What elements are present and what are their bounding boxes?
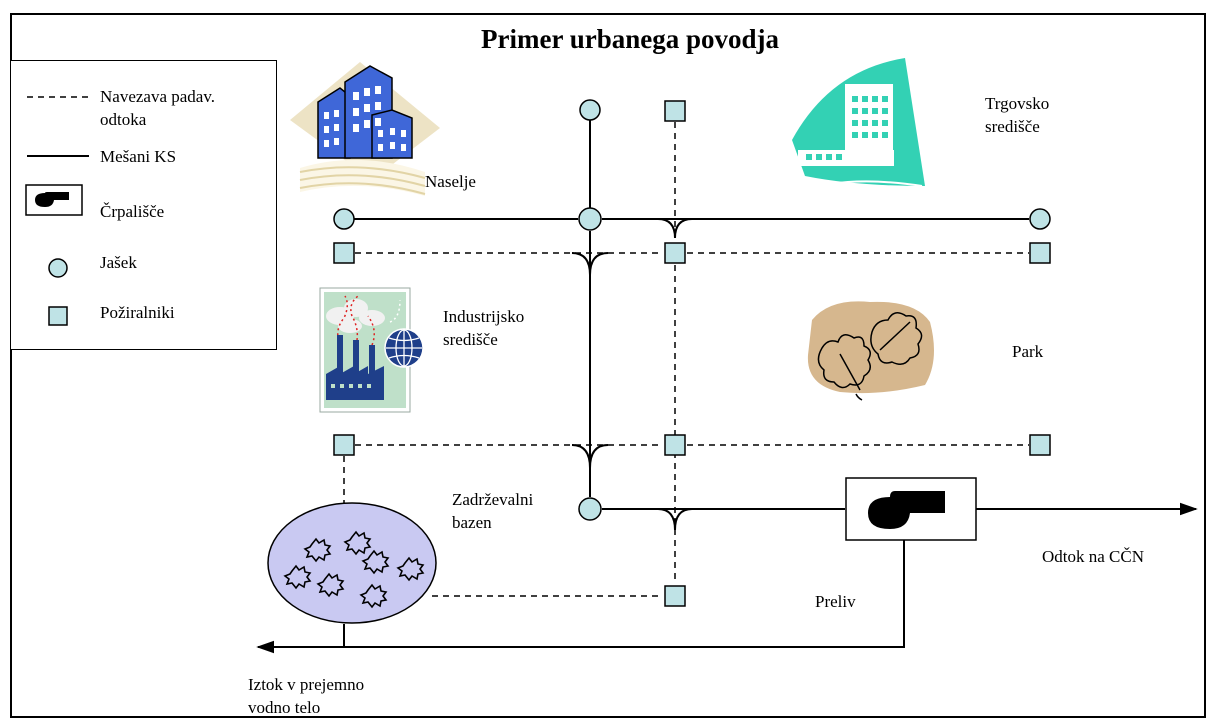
diagram-title: Primer urbanega povodja bbox=[481, 24, 779, 54]
legend-inlets-label: Požiralniki bbox=[100, 303, 175, 322]
legend-pump-label: Črpališče bbox=[100, 202, 165, 221]
manhole-symbol bbox=[48, 258, 68, 278]
crossing-bridge bbox=[571, 444, 591, 469]
inlet bbox=[664, 100, 686, 122]
legend: Navezava padav. odtoka Mešani KS Črpališ… bbox=[10, 60, 277, 350]
legend-stormwater-label: Navezava padav. odtoka bbox=[100, 87, 215, 129]
manhole bbox=[579, 99, 601, 121]
leaves-icon bbox=[807, 301, 934, 401]
inlet bbox=[664, 242, 686, 264]
shopping-center-icon bbox=[792, 58, 925, 187]
legend-combined-label: Mešani KS bbox=[100, 147, 177, 166]
pump-station-icon bbox=[845, 477, 977, 541]
crossing-bridge bbox=[571, 252, 591, 276]
crossing-bridge bbox=[657, 508, 676, 531]
park-label: Park bbox=[1012, 342, 1044, 361]
factory-icon bbox=[319, 287, 424, 413]
inlet bbox=[333, 242, 355, 264]
manhole bbox=[333, 208, 355, 230]
manhole bbox=[578, 497, 602, 521]
overflow-label: Preliv bbox=[815, 592, 856, 611]
stormwater-network bbox=[343, 122, 1029, 597]
manhole bbox=[578, 207, 602, 231]
legend-manhole-label: Jašek bbox=[100, 253, 137, 272]
commercial-label: Trgovsko središče bbox=[985, 94, 1050, 136]
dashed-line-symbol bbox=[27, 96, 89, 98]
manhole bbox=[1029, 208, 1051, 230]
inlet bbox=[664, 434, 686, 456]
crossing-bridge bbox=[674, 508, 693, 531]
inlets bbox=[333, 100, 1051, 607]
pump-station-symbol bbox=[25, 184, 83, 216]
combined-sewer-network bbox=[256, 120, 1198, 654]
overflow-outlet-arrow bbox=[256, 540, 905, 654]
crossing-bridge bbox=[589, 252, 609, 276]
office-buildings-icon bbox=[290, 62, 440, 196]
outflow-wwtp-label: Odtok na CČN bbox=[1042, 547, 1144, 566]
inlet bbox=[664, 585, 686, 607]
crossing-bridge bbox=[589, 444, 609, 469]
retention-basin-icon bbox=[267, 502, 437, 624]
inlet-symbol bbox=[48, 306, 68, 326]
inlet bbox=[1029, 434, 1051, 456]
receiving-water-label: Iztok v prejemno vodno telo bbox=[248, 675, 365, 717]
manholes bbox=[333, 99, 1051, 521]
settlement-label: Naselje bbox=[425, 172, 476, 191]
inlet bbox=[333, 434, 355, 456]
crossing-bridge bbox=[657, 218, 676, 239]
solid-line-symbol bbox=[27, 155, 89, 157]
retention-label: Zadrževalni bazen bbox=[452, 490, 534, 532]
industrial-label: Industrijsko središče bbox=[443, 307, 525, 349]
crossing-bridge bbox=[674, 218, 693, 239]
diagram-frame bbox=[10, 13, 1206, 718]
inlet bbox=[1029, 242, 1051, 264]
